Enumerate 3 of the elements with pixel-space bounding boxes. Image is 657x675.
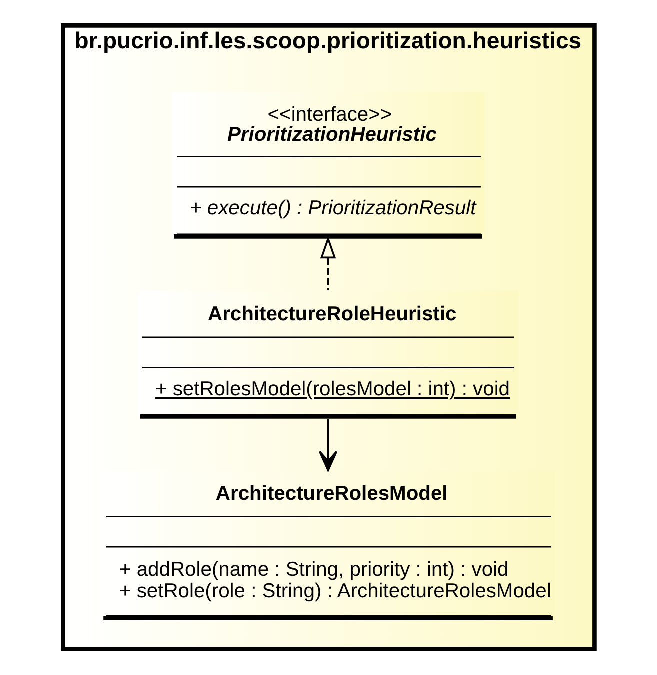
- arrow: [318, 419, 338, 472]
- arrow: [320, 236, 336, 291]
- node-text: ArchitectureRolesModel + addRole(name : String, priority : int) : void + setRole(role : String) : ArchitectureRolesModel: [118, 482, 551, 603]
